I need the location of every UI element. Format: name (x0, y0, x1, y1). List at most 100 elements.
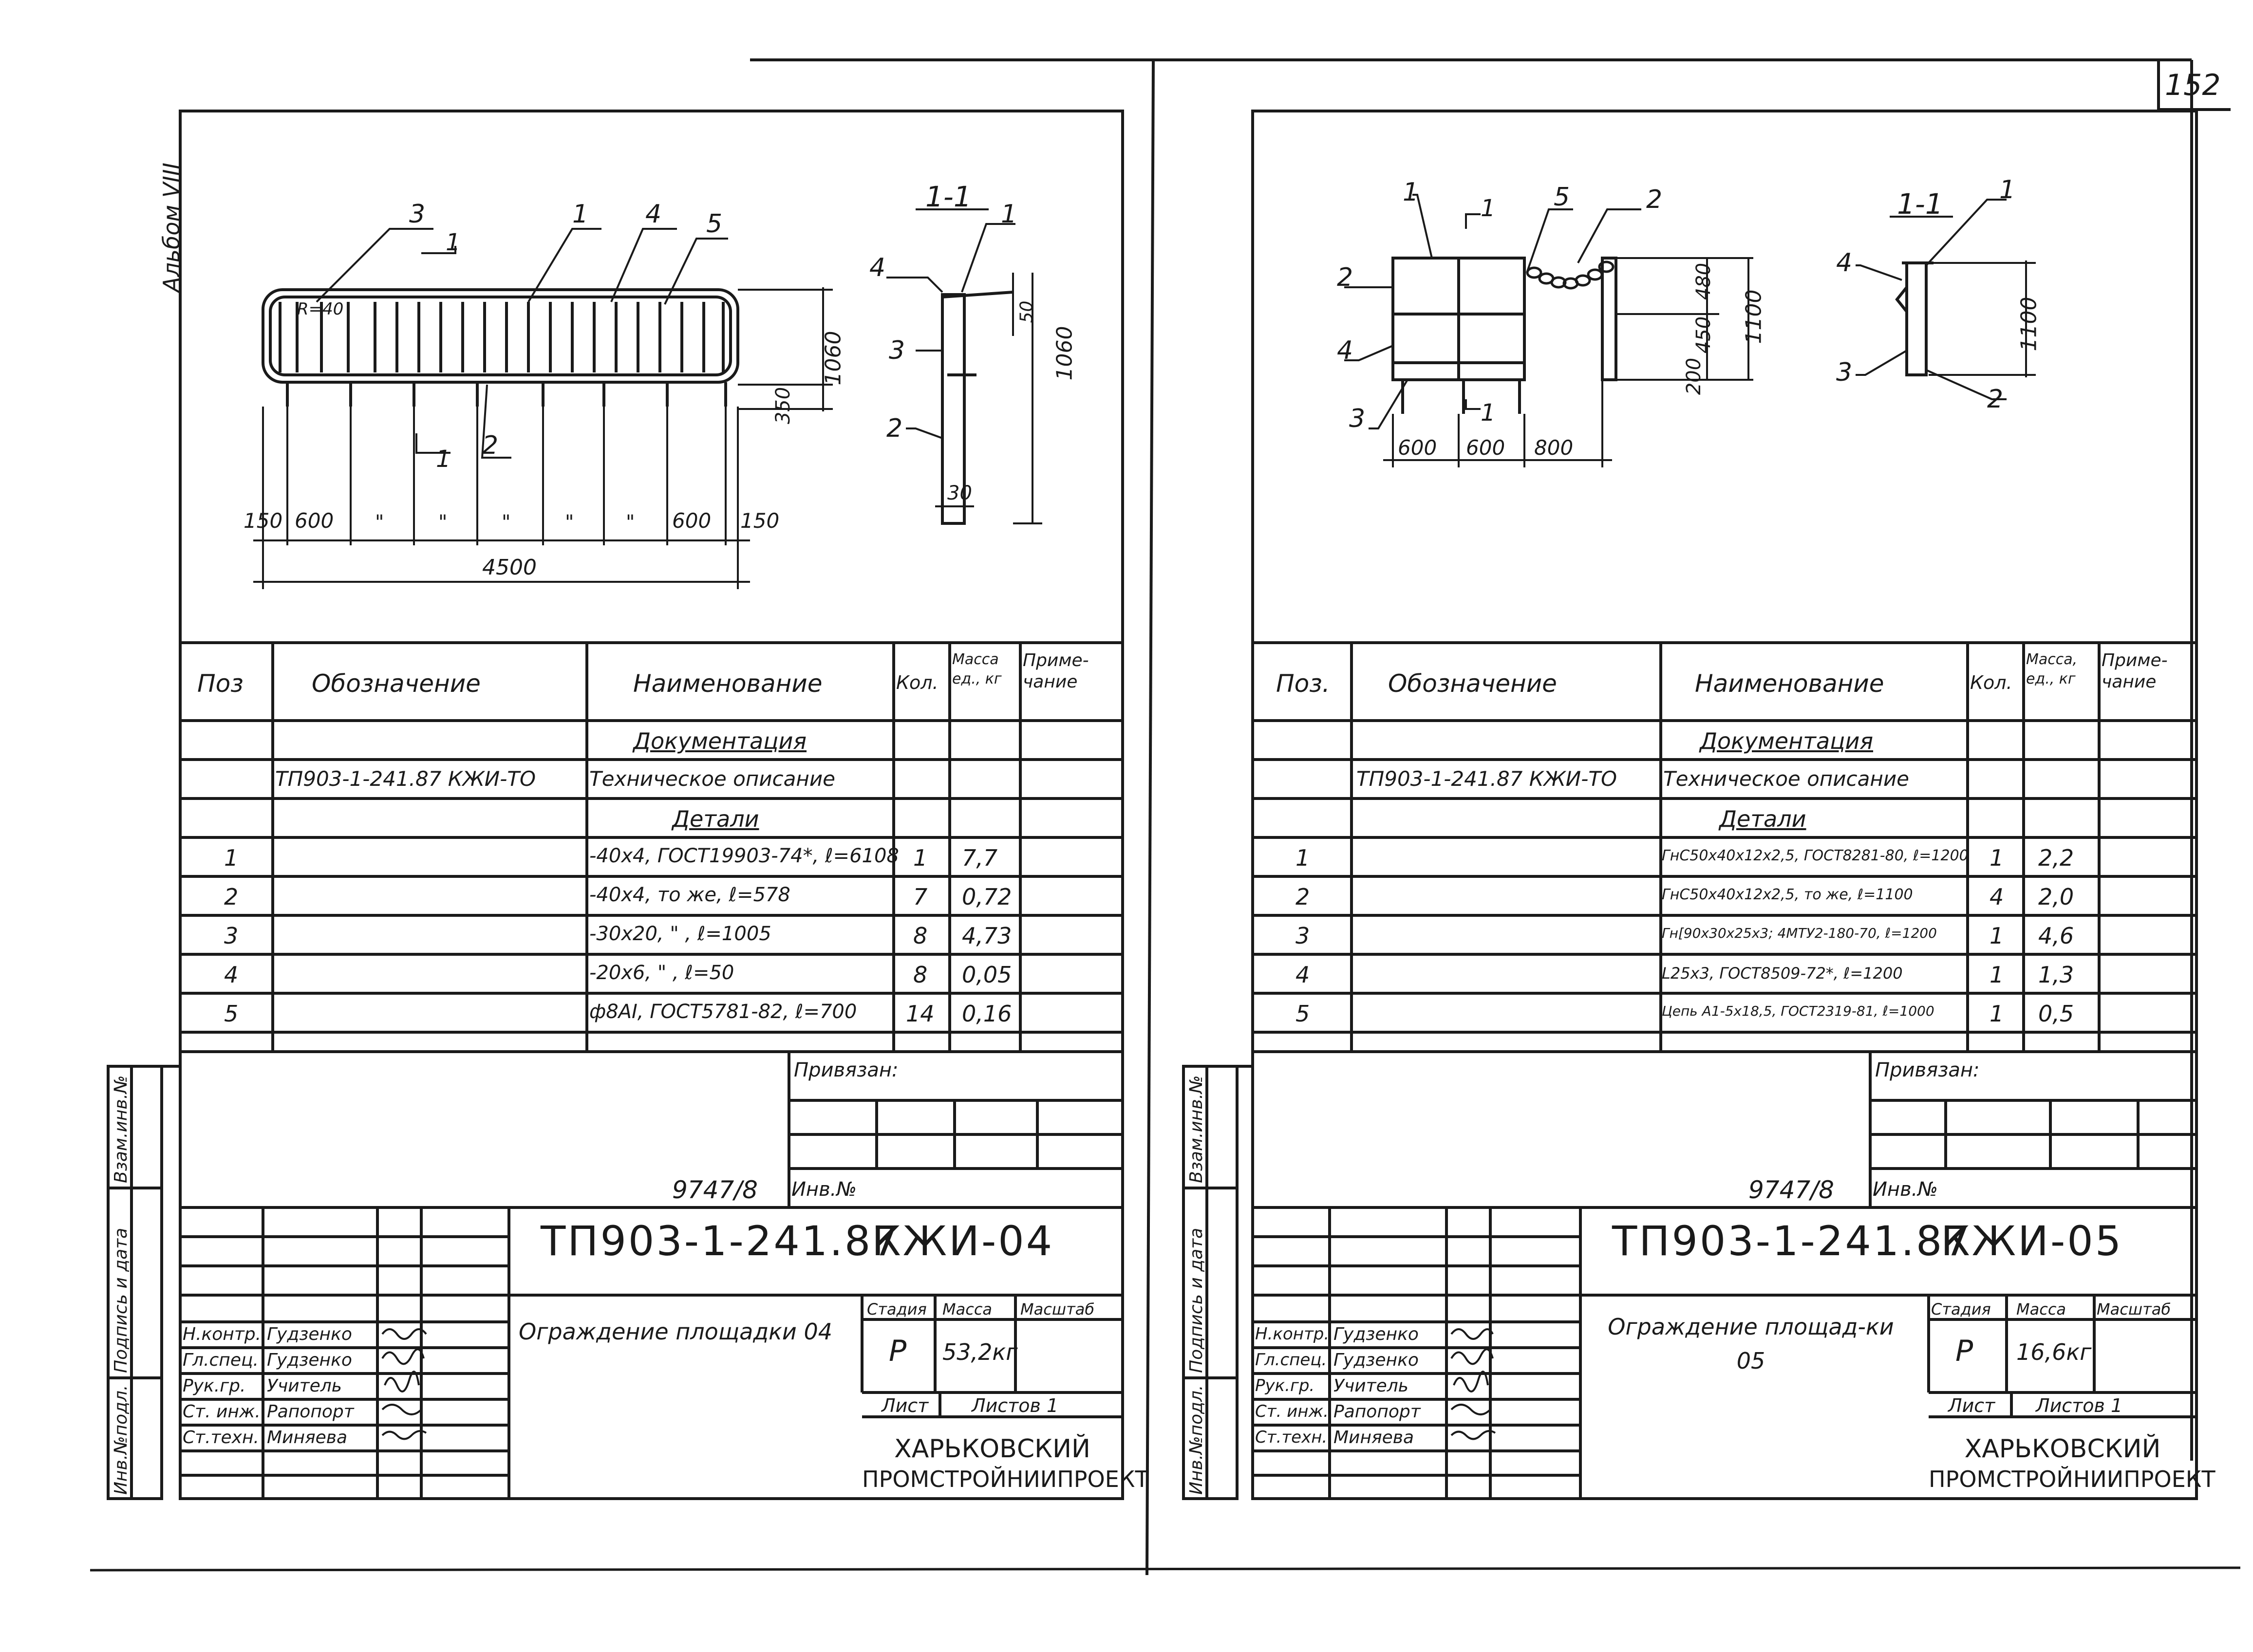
left-scale-label: Масштаб (1020, 1300, 1095, 1318)
left-spec-header-mass: Масса ед., кг (952, 651, 1002, 687)
dim-gap-right: 150 (740, 509, 780, 533)
right-role-4: Ст. инж. (1255, 1402, 1329, 1421)
right-spec-row4-pos: 4 (1295, 962, 1310, 988)
left-callout-2: 2 (482, 431, 499, 460)
right-doc-code: ТП903-1-241.87 (1612, 1217, 1972, 1265)
left-sec-callout-1: 1 (1001, 200, 1017, 229)
left-spec-row2-name: -40х4, то же, ℓ=578 (589, 884, 790, 906)
right-spec-header-note: Приме-чание (2102, 650, 2168, 692)
left-section-drawing (886, 208, 1042, 525)
right-side-label-1: Инв.№подл. (1186, 1385, 1206, 1495)
left-spec-row1-name: -40х4, ГОСТ19903-74*, ℓ=6108 (589, 845, 899, 867)
left-sec-callout-4: 4 (869, 253, 886, 282)
left-spec-doc-designation: ТП903-1-241.87 КЖИ-ТО (275, 767, 536, 791)
dim-ditto-1: " (375, 511, 384, 534)
left-stage-label: Стадия (867, 1300, 927, 1318)
right-stage-value: Р (1955, 1334, 1973, 1368)
right-spec-details: Детали (1719, 806, 1806, 832)
left-sec-callout-2: 2 (886, 414, 903, 443)
right-callout-1c: 1 (1481, 399, 1496, 427)
right-callout-2: 2 (1646, 185, 1663, 214)
right-spec-header-name: Наименование (1695, 669, 1884, 698)
sheet-number: 152 (2165, 68, 2221, 102)
left-spec-row3-qty: 8 (913, 923, 928, 949)
right-name-5: Миняева (1333, 1428, 1414, 1448)
left-spec-row3-pos: 3 (224, 923, 239, 949)
dim-total: 4500 (482, 555, 537, 580)
left-spec-row2-qty: 7 (913, 884, 928, 910)
railing-elevation-drawing (253, 228, 833, 589)
right-sheet-label: Лист (1948, 1395, 1995, 1416)
right-callout-4: 4 (1337, 336, 1353, 365)
left-spec-header-qty: Кол. (896, 672, 939, 693)
left-callout-3: 3 (409, 200, 426, 229)
right-scale-label: Масштаб (2097, 1300, 2171, 1318)
right-inv-label: Инв.№ (1873, 1178, 1938, 1201)
left-spec-row3-mass: 4,73 (962, 923, 1012, 949)
left-callout-5: 5 (706, 209, 723, 239)
left-sheets-label: Листов 1 (972, 1395, 1059, 1416)
left-title: Ограждение площадки 04 (519, 1318, 832, 1345)
right-spec-row5-name: Цепь А1-5х18,5, ГОСТ2319-81, ℓ=1000 (1662, 1003, 1934, 1019)
right-side-label-3: Взам.инв.№ (1186, 1075, 1206, 1183)
right-name-3: Учитель (1333, 1376, 1408, 1396)
right-side-label-2: Подпись и дата (1186, 1227, 1206, 1373)
right-sheet-code: КЖИ-05 (1941, 1217, 2123, 1265)
right-org-line1: ХАРЬКОВСКИЙ (1964, 1434, 2161, 1464)
dim-span-2: 600 (672, 509, 712, 533)
right-spec-row2-name: ГнС50х40х12х2,5, то же, ℓ=1100 (1662, 886, 1913, 903)
left-stage-value: Р (889, 1334, 907, 1368)
left-section-mark-bottom: 1 (436, 445, 451, 473)
left-sheet-label: Лист (882, 1395, 929, 1416)
right-spec-row4-name: L25х3, ГОСТ8509-72*, ℓ=1200 (1662, 964, 1903, 983)
dim-ditto-2: " (438, 511, 448, 534)
left-spec-docs: Документация (633, 728, 807, 754)
left-spec-row5-mass: 0,16 (962, 1001, 1012, 1027)
right-role-2: Гл.спец. (1255, 1350, 1327, 1370)
right-dim-600b: 600 (1466, 436, 1505, 460)
left-inv-label: Инв.№ (791, 1178, 857, 1201)
dim-span-1: 600 (295, 509, 334, 533)
right-spec-header-qty: Кол. (1970, 672, 2012, 693)
right-org-line2: ПРОМСТРОЙНИИПРОЕКТ (1929, 1466, 2215, 1492)
left-spec-row4-pos: 4 (224, 962, 239, 988)
left-section-mark-top: 1 (446, 229, 461, 256)
right-spec-header-pos: Поз. (1276, 669, 1330, 698)
left-name-1: Гудзенко (267, 1324, 352, 1344)
right-spec-row4-mass: 1,3 (2038, 962, 2074, 988)
dim-ditto-3: " (502, 511, 511, 534)
left-spec-row3-name: -30х20, " , ℓ=1005 (589, 923, 771, 945)
right-spec-doc-designation: ТП903-1-241.87 КЖИ-ТО (1356, 767, 1617, 791)
right-callout-1b: 1 (1481, 195, 1496, 222)
right-binding-label: Привязан: (1875, 1059, 1980, 1081)
left-callout-1a: 1 (572, 200, 589, 229)
right-spec-header-mass: Масса, ед., кг (2026, 651, 2078, 687)
left-role-5: Ст.техн. (183, 1428, 259, 1448)
left-spec-row1-mass: 7,7 (962, 845, 998, 871)
left-spec-row2-mass: 0,72 (962, 884, 1012, 910)
right-section-label: 1-1 (1897, 187, 1943, 221)
right-role-1: Н.контр. (1255, 1324, 1330, 1344)
left-sec-callout-3: 3 (889, 336, 905, 365)
right-mass-label: Масса (2016, 1300, 2066, 1318)
right-dim-800: 800 (1534, 436, 1574, 460)
right-spec-row1-pos: 1 (1295, 845, 1310, 871)
left-spec-row4-qty: 8 (913, 962, 928, 988)
right-sec-callout-2: 2 (1987, 385, 2004, 414)
left-spec-row2-pos: 2 (224, 884, 239, 910)
left-name-2: Гудзенко (267, 1350, 352, 1370)
left-mass-label: Масса (942, 1300, 993, 1318)
left-spec-row4-mass: 0,05 (962, 962, 1012, 988)
right-spec-row3-pos: 3 (1295, 923, 1310, 949)
platform-railing-drawing (1344, 194, 1753, 467)
left-name-4: Рапопорт (267, 1402, 354, 1422)
left-spec-header-name: Наименование (633, 669, 823, 698)
dim-gap-left: 150 (244, 509, 283, 533)
right-name-4: Рапопорт (1333, 1402, 1421, 1422)
left-spec-header-pos: Поз (197, 669, 244, 698)
right-sheets-label: Листов 1 (2036, 1395, 2123, 1416)
right-mass-value: 16,6кг (2016, 1339, 2092, 1365)
